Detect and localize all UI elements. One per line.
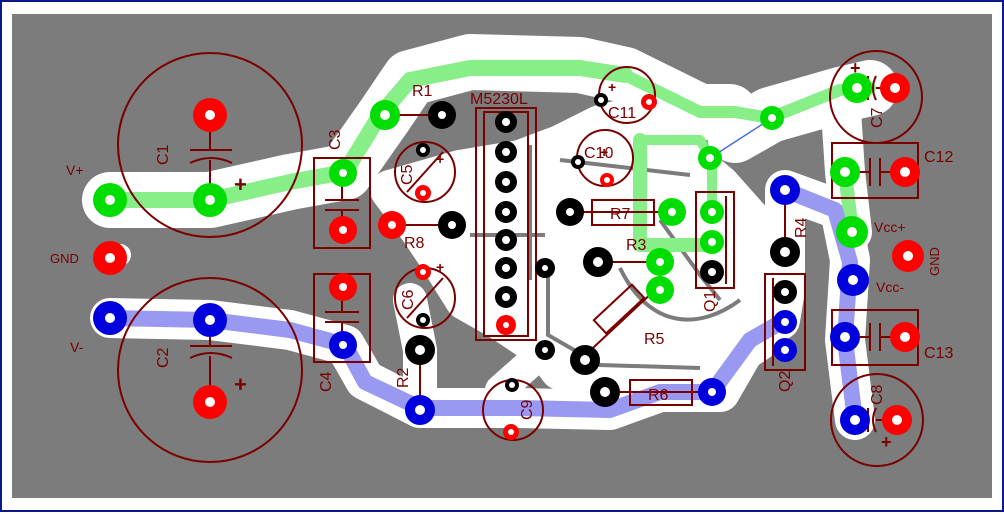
label-c8: C8 <box>869 384 886 405</box>
c5-slash <box>406 151 444 193</box>
label-ic: M5230L <box>470 91 528 108</box>
label-r4: R4 <box>793 217 810 238</box>
label-v-minus: V- <box>70 339 84 355</box>
label-vcc-plus: Vcc+ <box>874 219 906 235</box>
label-r7: R7 <box>610 206 631 223</box>
label-c11: C11 <box>608 105 636 122</box>
trace-vplus-q1 <box>633 133 717 252</box>
label-gnd-right: GND <box>927 247 942 276</box>
pads <box>93 73 924 440</box>
c1-symbol <box>189 116 233 200</box>
label-gnd-left: GND <box>50 251 79 266</box>
label-q2: Q2 <box>777 371 794 392</box>
label-r3: R3 <box>626 237 647 254</box>
c5-outline <box>394 141 456 203</box>
label-c6: C6 <box>400 289 417 310</box>
pad-holes <box>105 83 913 435</box>
label-c1: C1 <box>155 144 172 165</box>
airwire <box>709 117 773 159</box>
q1-outline <box>695 191 735 289</box>
c11-plus: + <box>608 79 616 95</box>
c2-plus: + <box>234 372 247 397</box>
c3-symbol <box>325 175 359 232</box>
c3-outline <box>313 157 371 249</box>
label-r8: R8 <box>404 235 425 252</box>
q2-outline <box>764 273 806 371</box>
label-c3: C3 <box>327 129 344 150</box>
c6-plus: + <box>436 259 444 275</box>
label-c9: C9 <box>519 399 536 420</box>
r7-body <box>591 199 655 226</box>
label-r6: R6 <box>648 387 669 404</box>
label-q1: Q1 <box>702 291 719 312</box>
label-vcc-minus: Vcc- <box>876 279 904 295</box>
label-r1: R1 <box>412 83 433 100</box>
c1-plus: + <box>234 172 247 197</box>
label-c5: C5 <box>399 164 416 185</box>
r6-body <box>629 379 693 406</box>
ic-outline <box>475 107 537 341</box>
c7-plus: + <box>850 58 861 78</box>
c8-plus: + <box>881 432 892 452</box>
label-c12: C12 <box>924 149 953 166</box>
label-v-plus: V+ <box>66 162 84 178</box>
silk-labels: C1 C2 C3 C4 C5 C6 C7 C8 C9 C10 C11 C12 C… <box>50 83 953 420</box>
label-c4: C4 <box>318 371 335 392</box>
label-c10: C10 <box>584 145 613 162</box>
c5-plus: + <box>436 151 444 167</box>
c1-outline <box>117 52 303 238</box>
r5-body <box>592 283 646 335</box>
label-c7: C7 <box>869 107 886 128</box>
label-c2: C2 <box>155 347 172 368</box>
label-r5: R5 <box>644 331 665 348</box>
c6-slash <box>406 277 444 319</box>
trace-vcc-minus <box>777 182 863 428</box>
c8-outline <box>830 373 924 467</box>
label-r2: R2 <box>395 367 412 388</box>
label-c13: C13 <box>924 345 953 362</box>
c2-outline <box>117 277 303 463</box>
c10-plus: + <box>600 144 608 160</box>
polarity-marks: + + + + + + + + <box>234 58 892 452</box>
